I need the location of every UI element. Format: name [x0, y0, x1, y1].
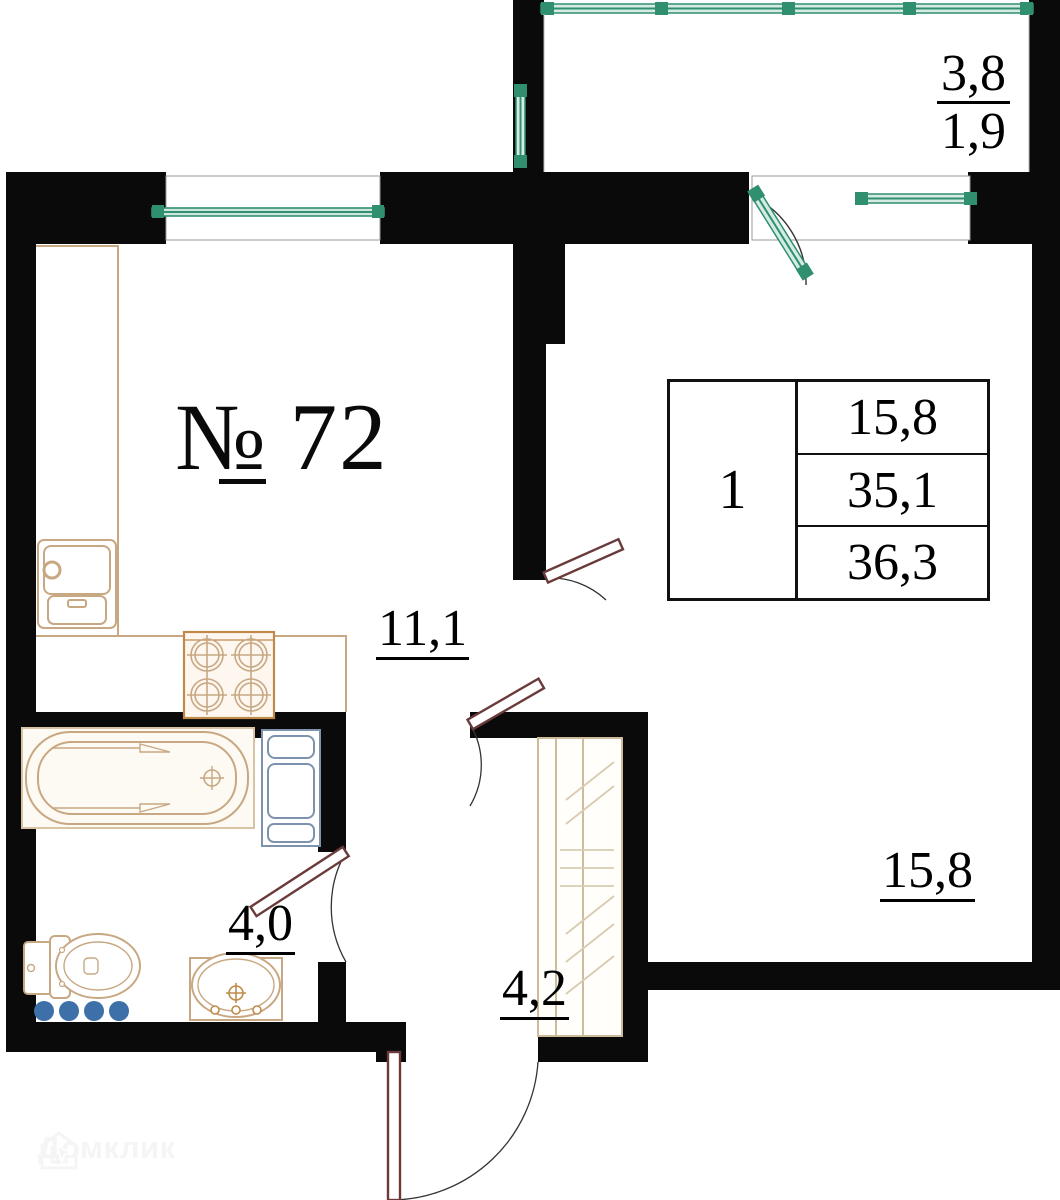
- living-room-area-value: 15,8: [880, 845, 975, 902]
- wall-living-right: [1032, 244, 1060, 990]
- washbasin-tap: [210, 983, 262, 1015]
- wall-central-notch: [513, 244, 565, 344]
- bathroom-area-value: 4,0: [226, 898, 295, 955]
- wall-corridor-top: [470, 712, 648, 738]
- door-kitchen[interactable]: [465, 677, 546, 807]
- kitchen-area-label: 11,1: [376, 603, 470, 660]
- bathroom-fixtures-layer: [21, 727, 321, 1021]
- door-entrance[interactable]: [386, 1050, 539, 1200]
- door-living-room[interactable]: [541, 537, 625, 601]
- areas-column: 15,8 35,1 36,3: [798, 382, 987, 598]
- area-without-balcony-cell: 35,1: [798, 455, 987, 528]
- wall-balcony-bottom-right: [968, 172, 1060, 244]
- bathroom-area-label: 4,0: [226, 898, 295, 955]
- wall-living-bottom: [622, 962, 1060, 990]
- bathtub-drain: [200, 766, 224, 790]
- kitchen-furniture-layer: [36, 245, 347, 720]
- kitchen-sink: [37, 539, 117, 629]
- balcony-area-counted: 1,9: [941, 103, 1006, 160]
- balcony-area-label: 3,8 1,9: [937, 48, 1010, 158]
- window-balcony-front: [540, 2, 1034, 15]
- floor-dots: [34, 1001, 129, 1021]
- window-living-to-balcony: [751, 175, 977, 241]
- domclick-house-icon: [40, 1131, 78, 1170]
- interior-doors-layer: [248, 537, 625, 1200]
- walls-layer: [6, 0, 1060, 1062]
- wall-bath-right-lower: [318, 962, 346, 1052]
- wall-balcony-right: [1029, 0, 1060, 175]
- kitchen-area-value: 11,1: [376, 603, 470, 660]
- corridor-area-value: 4,2: [500, 963, 569, 1020]
- corridor-area-label: 4,2: [500, 963, 569, 1020]
- wall-bath-right-upper: [318, 712, 346, 852]
- watermark: Домклик: [38, 1130, 176, 1170]
- numero-sign: №: [175, 384, 268, 490]
- wall-door-head-stub: [513, 568, 546, 580]
- wall-corridor-right: [622, 712, 648, 1062]
- washbasin: [189, 952, 283, 1021]
- apartment-info-table: 1 15,8 35,1 36,3: [667, 379, 990, 601]
- door-bathroom[interactable]: [248, 845, 351, 963]
- door-balcony[interactable]: [747, 184, 814, 286]
- bathtub: [21, 727, 255, 829]
- glazing-layer: [151, 2, 1034, 286]
- rooms-count-cell: 1: [670, 382, 798, 598]
- kitchen-stove: [182, 630, 276, 720]
- wall-balcony-sill-mid: [544, 172, 749, 244]
- living-room-area-label: 15,8: [880, 845, 975, 902]
- built-in-wardrobe: [537, 737, 623, 1037]
- wall-corridor-bottom: [538, 1036, 648, 1062]
- washing-machine: [261, 729, 321, 847]
- window-balcony-side: [514, 84, 527, 168]
- window-kitchen: [151, 175, 385, 241]
- balcony-area-gross: 3,8: [937, 48, 1010, 104]
- living-area-cell: 15,8: [798, 382, 987, 455]
- total-area-cell: 36,3: [847, 534, 938, 592]
- apartment-number-value: 72: [289, 384, 389, 490]
- wall-left-exterior: [6, 172, 36, 732]
- toilet: [23, 933, 141, 999]
- balcony-outline: [543, 14, 1030, 172]
